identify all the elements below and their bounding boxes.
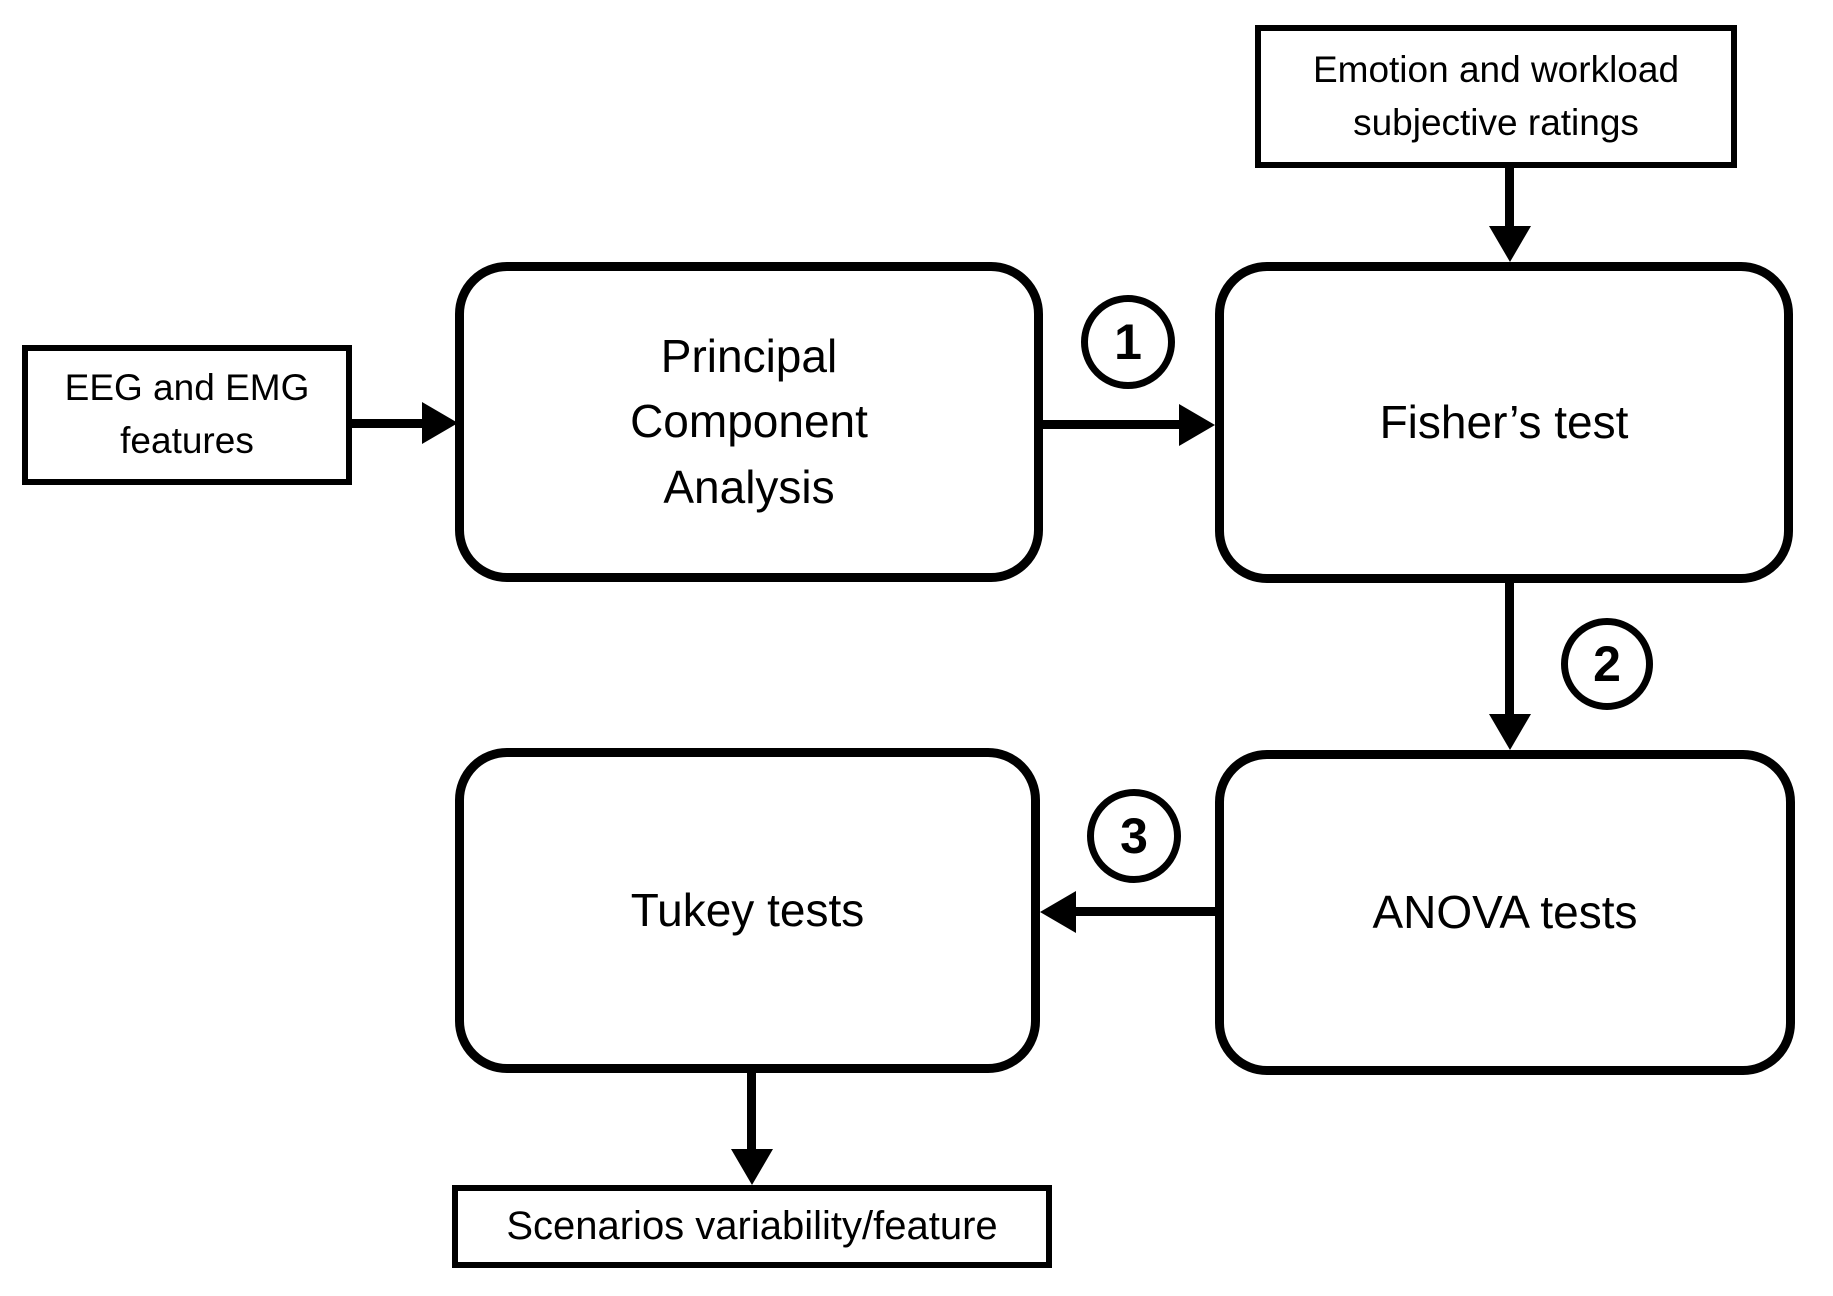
node-emotion-workload-ratings-label-line1: Emotion and workload xyxy=(1312,48,1680,90)
node-tukey-tests-label: Tukey tests xyxy=(630,883,865,936)
arrow-fisher-to-anova-head-icon xyxy=(1489,714,1531,750)
node-eeg-emg-features-label-line2: features xyxy=(120,420,254,461)
node-pca-label-line2: Component xyxy=(630,395,868,448)
arrow-fisher-to-anova-shaft xyxy=(1505,583,1514,718)
step-badge-1: 1 xyxy=(1081,295,1175,389)
step-badge-2: 2 xyxy=(1561,618,1653,710)
arrow-tukey-to-scenarios-shaft xyxy=(747,1073,756,1153)
arrow-eeg-to-pca-head-icon xyxy=(422,402,458,444)
arrow-eeg-to-pca-shaft xyxy=(352,419,426,428)
arrow-emotion-to-fisher-head-icon xyxy=(1489,226,1531,262)
node-scenarios-variability-feature-label: Scenarios variability/feature xyxy=(506,1204,998,1249)
node-scenarios-variability-feature: Scenarios variability/feature xyxy=(452,1185,1052,1268)
node-eeg-emg-features: EEG and EMG features xyxy=(22,345,352,485)
arrow-anova-to-tukey-shaft xyxy=(1072,907,1215,916)
arrow-anova-to-tukey-head-icon xyxy=(1040,891,1076,933)
node-principal-component-analysis: Principal Component Analysis xyxy=(455,262,1043,582)
arrow-tukey-to-scenarios-head-icon xyxy=(731,1149,773,1185)
node-tukey-tests: Tukey tests xyxy=(455,748,1040,1073)
node-emotion-workload-ratings: Emotion and workload subjective ratings xyxy=(1255,25,1737,168)
arrow-pca-to-fisher-head-icon xyxy=(1179,404,1215,446)
arrow-pca-to-fisher-shaft xyxy=(1043,420,1183,429)
node-anova-tests: ANOVA tests xyxy=(1215,750,1795,1075)
node-emotion-workload-ratings-label-line2: subjective ratings xyxy=(1353,101,1639,143)
node-pca-label-line3: Analysis xyxy=(663,460,835,513)
node-fishers-test-label: Fisher’s test xyxy=(1379,395,1629,448)
node-fishers-test: Fisher’s test xyxy=(1215,262,1793,583)
step-badge-3: 3 xyxy=(1087,789,1181,883)
arrow-emotion-to-fisher-shaft xyxy=(1505,168,1514,230)
node-eeg-emg-features-label-line1: EEG and EMG xyxy=(64,367,310,409)
node-pca-label-line1: Principal xyxy=(660,330,838,383)
node-anova-tests-label: ANOVA tests xyxy=(1372,885,1638,938)
